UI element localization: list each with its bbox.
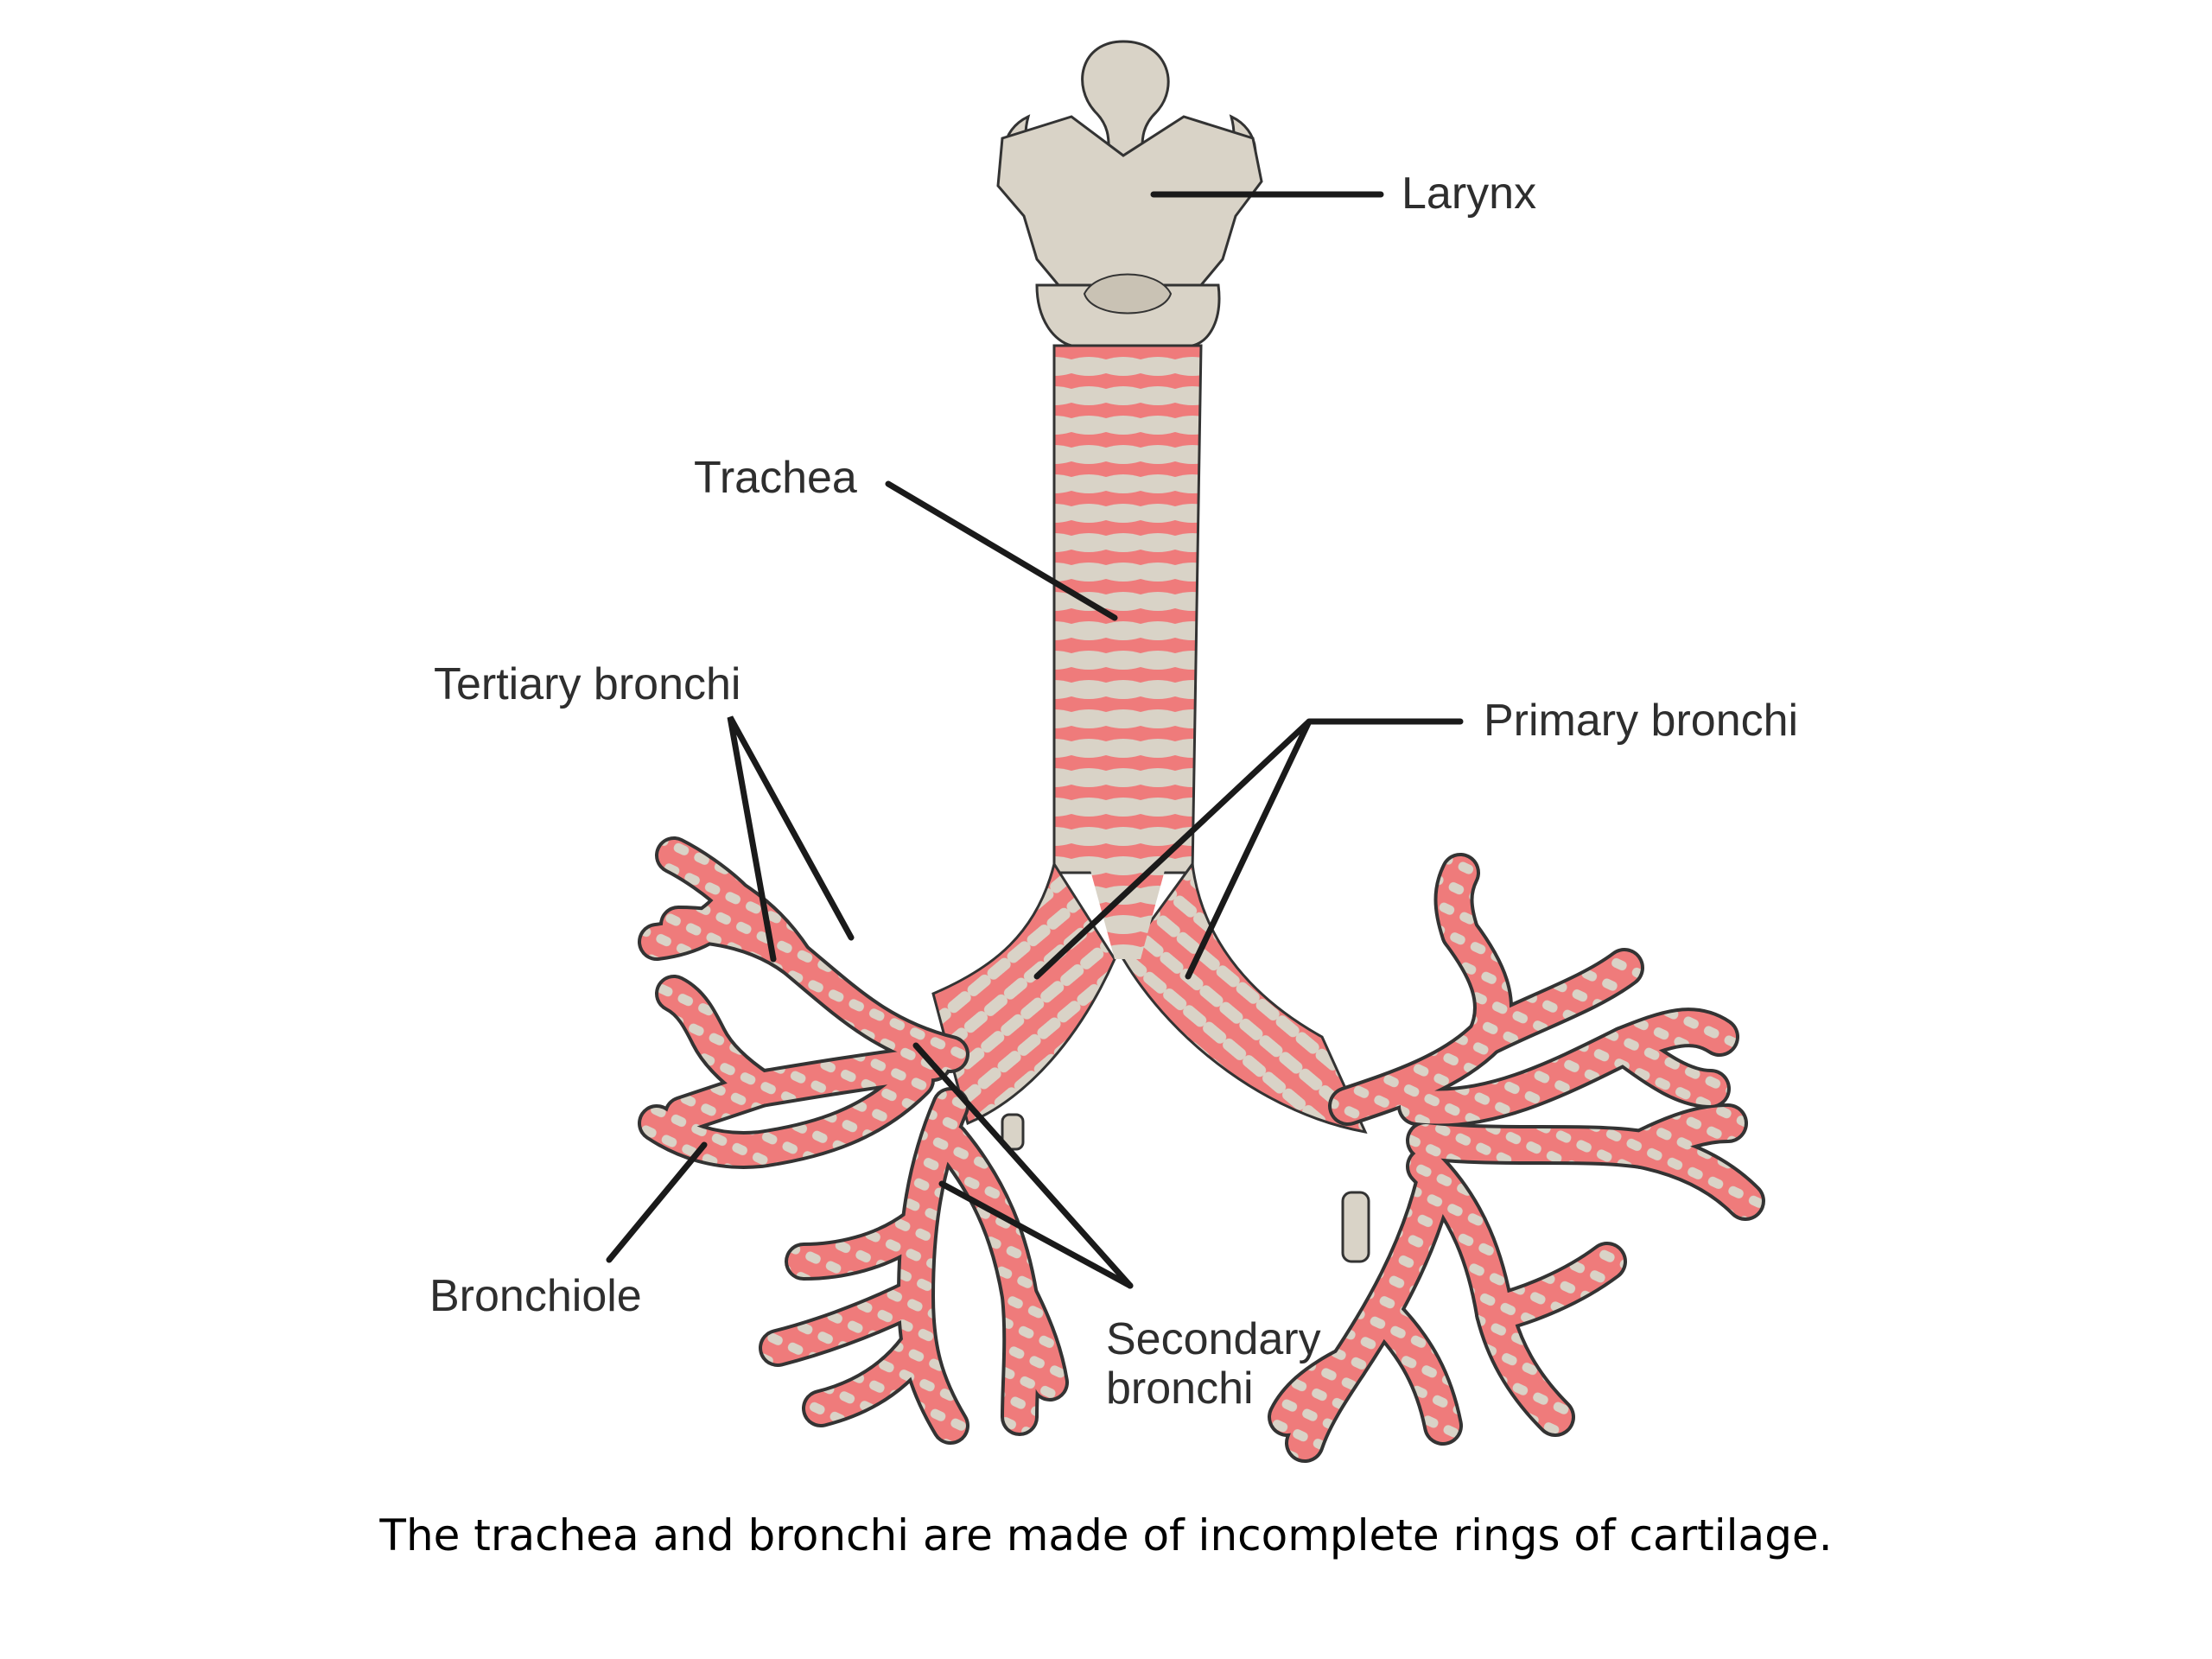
- label-secondary-bronchi-line2: bronchi: [1106, 1363, 1254, 1414]
- leader-trachea: [885, 480, 1118, 621]
- leader-bronchiole: [606, 1141, 708, 1263]
- leader-tertiary-bronchi: [727, 715, 855, 963]
- label-secondary-bronchi-line1: Secondary: [1106, 1314, 1321, 1364]
- label-larynx: Larynx: [1402, 168, 1537, 219]
- label-bronchiole: Bronchiole: [429, 1271, 642, 1321]
- caption: The trachea and bronchi are made of inco…: [379, 1510, 1833, 1560]
- left-bronchial-tree: [638, 836, 1069, 1445]
- trachea-shape: [1052, 344, 1203, 874]
- label-trachea: Trachea: [694, 453, 857, 503]
- leader-secondary-bronchi-b: [938, 1180, 1134, 1289]
- right-bronchial-tree: [1268, 853, 1765, 1463]
- label-tertiary-bronchi: Tertiary bronchi: [434, 659, 741, 709]
- larynx-shape: [996, 40, 1263, 347]
- leader-lines: [606, 191, 1464, 1289]
- label-primary-bronchi: Primary bronchi: [1484, 696, 1799, 746]
- primary-bronchi-shape: [931, 861, 1368, 1134]
- label-secondary-bronchi: Secondary bronchi: [1106, 1314, 1382, 1414]
- leader-secondary-bronchi-a: [912, 1042, 1134, 1289]
